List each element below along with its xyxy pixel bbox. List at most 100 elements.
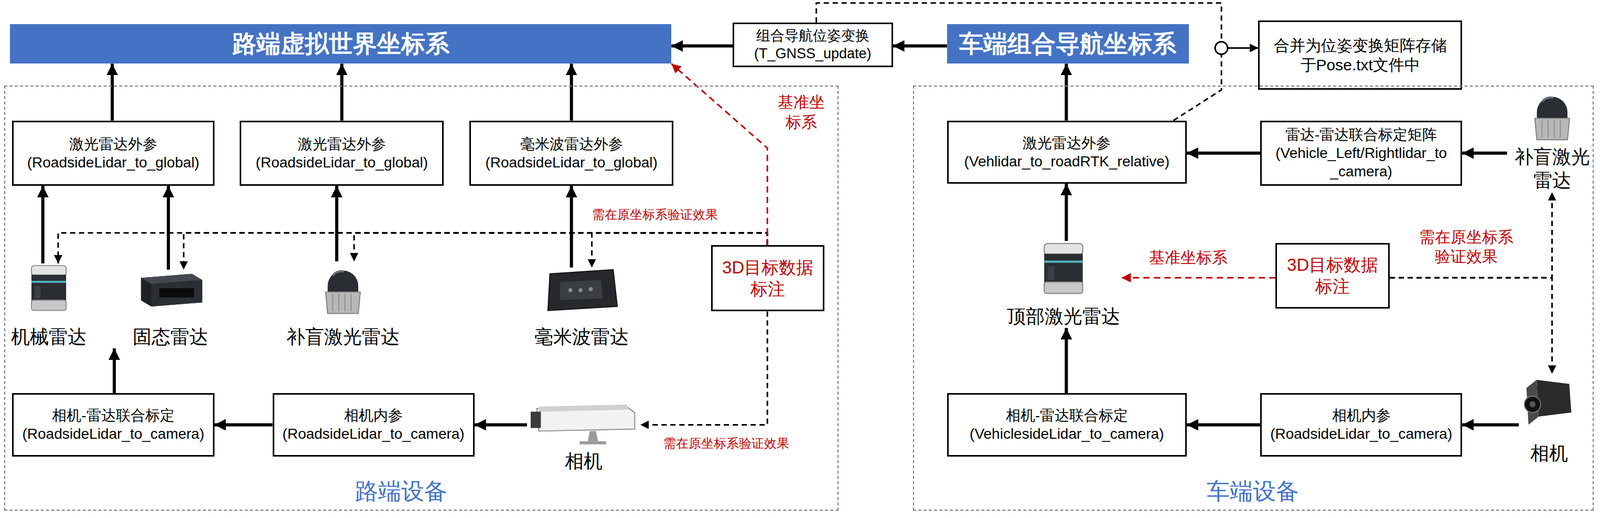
box-text: (RoadsideLidar_to_global)	[485, 153, 658, 172]
box-text: 组合导航位姿变换	[756, 27, 870, 46]
box-text: 激光雷达外参	[1022, 133, 1111, 153]
flow-arrow	[340, 63, 344, 121]
parameter-box: 激光雷达外参(RoadsideLidar_to_global)	[12, 120, 214, 187]
box-text: (Vehicle_Left/Rightlidar_to _camera)	[1271, 143, 1452, 181]
box-text: (Vehlidar_to_roadRTK_relative)	[963, 152, 1170, 171]
flow-arrow	[1462, 422, 1519, 426]
flow-arrow	[1462, 151, 1507, 155]
box-text: 毫米波雷达外参	[520, 134, 624, 154]
flow-arrow	[335, 185, 339, 262]
edge-label: 基准坐标系	[1146, 247, 1230, 268]
sensor-label: 毫米波雷达	[534, 324, 629, 349]
merge-junction	[1215, 41, 1228, 55]
sensor-node: 相机	[1518, 373, 1580, 465]
dashed-arrow	[183, 232, 768, 270]
dashed-arrow	[1389, 191, 1552, 278]
parameter-box: 激光雷达外参(RoadsideLidar_to_global)	[239, 120, 444, 187]
box-text: 3D目标数据 标注	[719, 256, 817, 300]
lidar-drawing	[31, 265, 67, 311]
box-text: 相机-雷达联合标定	[1005, 405, 1129, 425]
cam-icon	[528, 400, 639, 446]
box-text: (RoadsideLidar_to_global)	[255, 153, 428, 172]
process-box: 组合导航位姿变换(T_GNSS_update)	[732, 22, 893, 68]
sensor-label: 固态雷达	[132, 324, 209, 349]
sensor-node: 补盲激光 雷达	[1507, 87, 1598, 192]
edge-label: 需在原坐标系验证效果	[661, 434, 792, 452]
annotation-box: 3D目标数据 标注	[711, 244, 825, 311]
flow-arrow	[893, 44, 948, 48]
radar-drawing	[548, 269, 618, 311]
box-text: (RoadsideLidar_to_camera)	[1270, 424, 1453, 443]
flow-arrow	[41, 185, 45, 264]
sensor-node: 相机	[527, 400, 641, 473]
sensor-label: 顶部激光雷达	[1006, 304, 1121, 328]
box-text: (RoadsideLidar_to_camera)	[282, 424, 465, 443]
flow-arrow	[671, 44, 733, 48]
sensor-label: 补盲激光 雷达	[1508, 144, 1596, 192]
edge-label: 需在原坐标系 验证效果	[1412, 226, 1521, 267]
parameter-box: 毫米波雷达外参(RoadsideLidar_to_global)	[469, 120, 674, 187]
sensor-node: 顶部激光雷达	[1005, 240, 1122, 328]
solid-drawing	[141, 273, 203, 306]
parameter-box: 雷达-雷达联合标定矩阵(Vehicle_Left/Rightlidar_to _…	[1260, 120, 1463, 187]
box-text: 激光雷达外参	[69, 134, 158, 154]
sensor-node: 机械雷达	[9, 263, 89, 349]
flow-arrow	[1064, 327, 1068, 393]
solid-icon	[136, 269, 204, 309]
cam-drawing	[530, 404, 635, 445]
sensor-node: 补盲激光雷达	[284, 261, 402, 349]
flow-arrow	[474, 422, 528, 426]
parameter-box: 相机-雷达联合标定(VehiclesideLidar_to_camera)	[947, 392, 1187, 457]
dome-drawing	[1534, 97, 1570, 141]
flow-arrow	[1186, 422, 1261, 426]
dashed-arrow	[1389, 277, 1552, 374]
box-text: 相机内参	[1332, 405, 1391, 425]
band-title: 路端虚拟世界坐标系	[232, 28, 450, 60]
flow-arrow	[1064, 183, 1068, 241]
box-text: (RoadsideLidar_to_global)	[27, 153, 200, 172]
annotation-box: 3D目标数据 标注	[1275, 242, 1390, 309]
flow-arrow	[110, 63, 114, 121]
dome-icon	[1529, 87, 1575, 143]
note-box: 合并为位姿变换矩阵存储 于Pose.txt文件中	[1258, 20, 1463, 90]
box-text: 相机-雷达联合标定	[51, 405, 175, 425]
sensor-label: 机械雷达	[11, 324, 87, 349]
dome-icon	[323, 261, 363, 317]
dome-drawing	[325, 270, 361, 314]
box-text: 激光雷达外参	[297, 134, 386, 154]
box-text: (VehiclesideLidar_to_camera)	[969, 424, 1164, 443]
flow-arrow	[112, 348, 116, 393]
parameter-box: 相机内参(RoadsideLidar_to_camera)	[272, 392, 475, 457]
box-text: 合并为位姿变换矩阵存储 于Pose.txt文件中	[1269, 35, 1452, 75]
sensor-label: 相机	[1530, 441, 1569, 465]
region-label: 车端设备	[1206, 476, 1299, 506]
vcam-icon	[1520, 373, 1578, 429]
vcam-drawing	[1524, 379, 1572, 425]
lidar-icon	[1043, 240, 1084, 296]
region-label: 路端设备	[355, 476, 448, 506]
flow-arrow	[570, 63, 574, 121]
flow-arrow	[166, 185, 170, 270]
box-text: 3D目标数据 标注	[1284, 253, 1382, 298]
box-text: (T_GNSS_update)	[754, 45, 872, 63]
radar-icon	[543, 267, 620, 313]
flow-arrow	[570, 185, 574, 268]
coordinate-band: 车端组合导航坐标系	[947, 24, 1189, 64]
parameter-box: 相机-雷达联合标定(RoadsideLidar_to_camera)	[12, 392, 214, 457]
box-text: 雷达-雷达联合标定矩阵	[1285, 125, 1437, 144]
device-region: 车端设备 激光雷达外参(Vehlidar_to_roadRTK_relative)…	[913, 85, 1594, 510]
parameter-box: 激光雷达外参(Vehlidar_to_roadRTK_relative)	[947, 120, 1187, 185]
flow-arrow	[1064, 63, 1068, 121]
sensor-node: 固态雷达	[131, 269, 210, 349]
parameter-box: 相机内参(RoadsideLidar_to_camera)	[1260, 392, 1463, 457]
lidar-drawing	[1044, 243, 1083, 294]
edge-label: 需在原坐标系验证效果	[589, 206, 721, 223]
sensor-label: 补盲激光雷达	[286, 324, 400, 349]
flow-arrow	[1186, 151, 1261, 155]
band-title: 车端组合导航坐标系	[959, 28, 1177, 60]
lidar-icon	[30, 263, 68, 313]
coordinate-band: 路端虚拟世界坐标系	[9, 24, 672, 64]
sensor-label: 相机	[564, 448, 603, 473]
box-text: (RoadsideLidar_to_camera)	[22, 424, 204, 443]
